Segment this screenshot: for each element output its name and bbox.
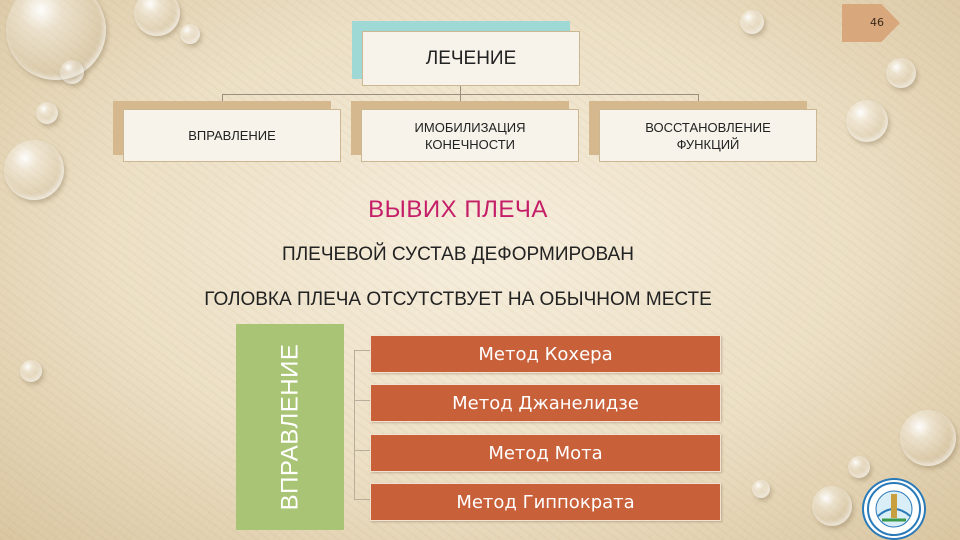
water-drop <box>848 456 870 478</box>
method-box: Метод Мота <box>370 434 721 472</box>
child-label: ВПРАВЛЕНИЕ <box>188 127 276 144</box>
bracket-line <box>354 499 370 500</box>
bracket-line <box>354 450 370 451</box>
root-box: ЛЕЧЕНИЕ <box>362 31 580 86</box>
slide-heading: ВЫВИХ ПЛЕЧА <box>0 196 916 224</box>
reduction-label: ВПРАВЛЕНИЕ <box>276 344 304 511</box>
logo-emblem-icon <box>864 480 924 538</box>
water-drop <box>134 0 180 36</box>
child-label: ВОССТАНОВЛЕНИЕ ФУНКЦИЙ <box>628 119 788 153</box>
slide-number-tab: 46 <box>842 4 900 42</box>
water-drop <box>752 480 770 498</box>
child-label: ИМОБИЛИЗАЦИЯ КОНЕЧНОСТИ <box>400 119 540 153</box>
slide-number: 46 <box>842 16 884 29</box>
water-drop <box>36 102 58 124</box>
water-drop <box>846 100 888 142</box>
method-box: Метод Гиппократа <box>370 483 721 521</box>
water-drop <box>740 10 764 34</box>
water-drop <box>6 0 106 80</box>
bracket-line <box>354 350 370 351</box>
symptom-line: ПЛЕЧЕВОЙ СУСТАВ ДЕФОРМИРОВАН <box>0 244 916 266</box>
water-drop <box>900 410 956 466</box>
child-box-reduction: ВПРАВЛЕНИЕ <box>123 109 341 162</box>
child-box-recovery: ВОССТАНОВЛЕНИЕ ФУНКЦИЙ <box>599 109 817 162</box>
institution-logo <box>862 478 926 540</box>
symptom-line: ГОЛОВКА ПЛЕЧА ОТСУТСТВУЕТ НА ОБЫЧНОМ МЕС… <box>0 289 916 311</box>
method-box: Метод Кохера <box>370 335 721 373</box>
water-drop <box>4 140 64 200</box>
water-drop <box>20 360 42 382</box>
method-box: Метод Джанелидзе <box>370 384 721 422</box>
child-box-immobilization: ИМОБИЛИЗАЦИЯ КОНЕЧНОСТИ <box>361 109 579 162</box>
water-drop <box>180 24 200 44</box>
bracket-line <box>354 400 370 401</box>
water-drop <box>886 58 916 88</box>
reduction-label-wrap: ВПРАВЛЕНИЕ <box>270 324 310 530</box>
water-drop <box>812 486 852 526</box>
root-label: ЛЕЧЕНИЕ <box>426 50 517 67</box>
bracket-line <box>354 350 355 500</box>
water-drop <box>60 60 84 84</box>
